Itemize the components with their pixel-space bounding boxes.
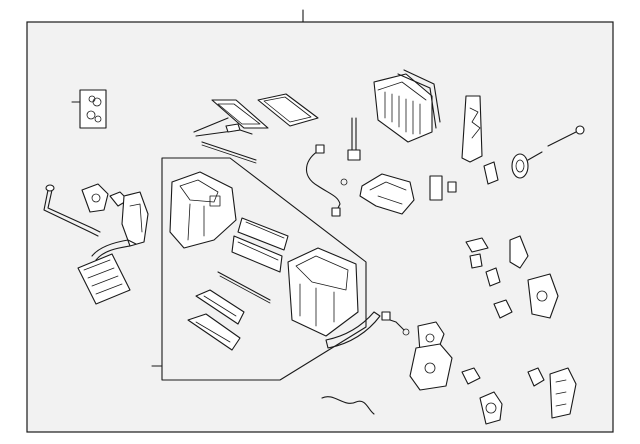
bolt-kit-part [71,89,107,129]
clip-part-c [465,237,489,253]
door-link-part-b [187,313,241,351]
clip-part-b [429,175,457,201]
bracket-part-d [509,235,529,269]
curved-duct-part [325,311,381,349]
long-bolt-part [547,125,585,147]
heater-unit-subassembly-outline [161,157,367,381]
duct-piece-part [121,191,149,247]
heater-pipe-part [43,184,101,237]
temperature-sensor-wire-part [306,144,348,217]
heater-case-right-part [287,247,359,337]
arrow-clip-part-b [461,367,481,385]
clip-part-f [485,267,501,287]
seal-strip-part [201,141,257,164]
drain-hose-part [321,396,375,415]
mode-door-part [237,217,289,251]
air-filter-frame-part [193,99,269,137]
air-mix-door-part [231,235,283,273]
link-rod-part [217,271,271,304]
blower-motor-part [479,391,503,425]
arrow-clip-part-c [527,367,545,387]
motor-bracket-part [409,343,453,391]
pipe-bracket-part [81,183,109,213]
clip-part-g [493,299,513,319]
evaporator-core-part [373,69,441,143]
heater-case-left-part [169,171,237,249]
panel-bracket-part [461,95,483,163]
blower-housing-bracket-part [527,273,559,319]
expansion-valve-part [347,117,361,161]
resistor-part [549,367,577,419]
wire-harness-clip-part [381,311,410,336]
drain-pan-part [359,173,415,215]
clip-part-a [483,161,499,185]
heater-core-part [77,239,137,305]
clip-part-e [469,253,483,269]
door-link-part-a [195,289,245,325]
grommet-part [511,151,543,179]
air-filter-element-part [257,93,319,127]
